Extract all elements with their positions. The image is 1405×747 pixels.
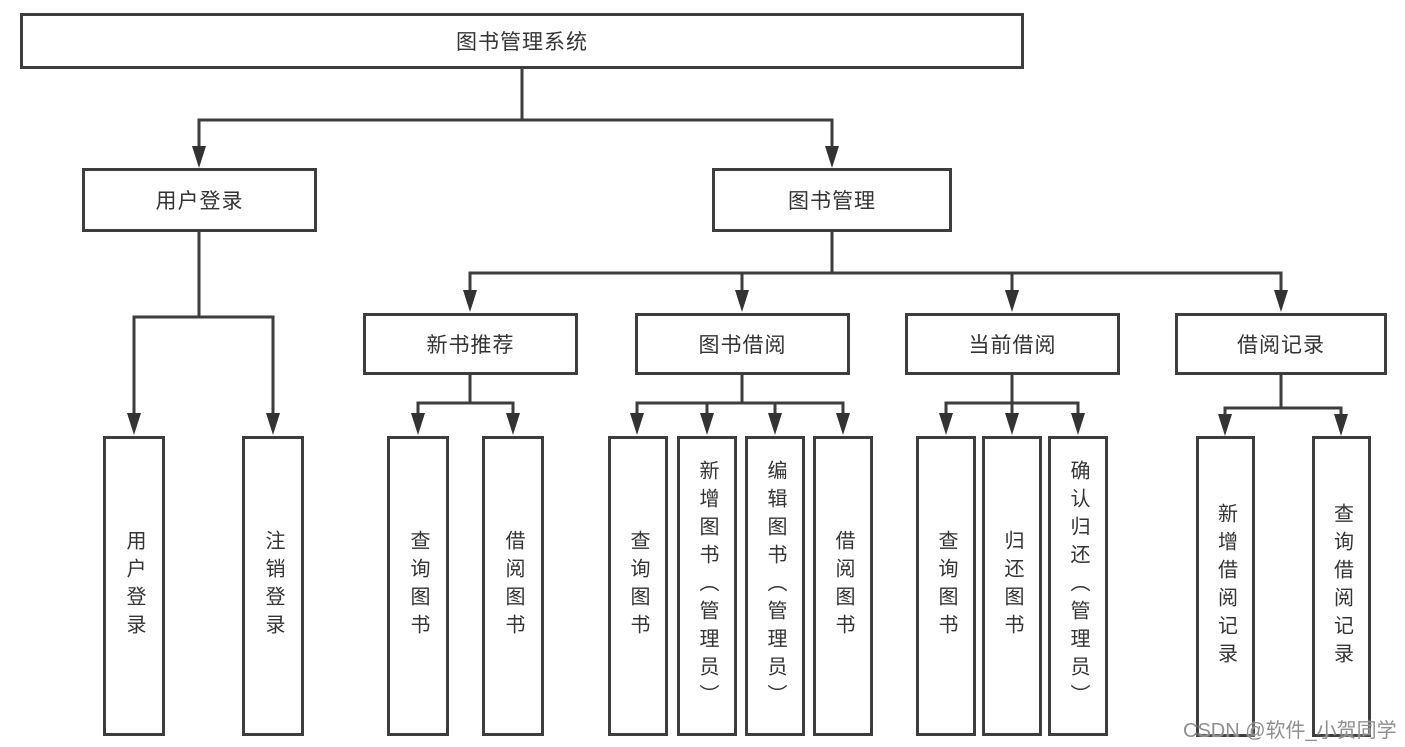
connector-book-borrow-children: [630, 373, 850, 435]
node-user-login: 用户登录: [82, 168, 317, 232]
leaf-query-books-1: 查询图书: [387, 436, 449, 736]
leaf-logout: 注销登录: [242, 436, 304, 736]
connector-root-to-level2: [192, 67, 839, 168]
connector-book-management-to-level3: [463, 230, 1288, 312]
node-new-book-recommend: 新书推荐: [363, 313, 578, 375]
connector-new-book-children: [411, 373, 520, 435]
leaf-confirm-return-admin: 确认归还（管理员）: [1048, 436, 1108, 736]
leaf-query-borrow-record: 查询借阅记录: [1312, 436, 1371, 737]
leaf-borrow-books-1: 借阅图书: [482, 436, 544, 736]
connector-user-login-children: [127, 230, 280, 435]
connector-borrow-records-children: [1218, 373, 1348, 436]
leaf-add-borrow-record: 新增借阅记录: [1196, 436, 1255, 737]
leaf-return-books: 归还图书: [982, 436, 1042, 736]
node-book-management: 图书管理: [712, 168, 952, 232]
leaf-query-books-3: 查询图书: [916, 436, 976, 736]
leaf-borrow-books-2: 借阅图书: [813, 436, 873, 736]
leaf-add-books-admin: 新增图书（管理员）: [677, 436, 737, 736]
leaf-user-login: 用户登录: [103, 436, 165, 736]
csdn-watermark: CSDN @软件_小贺同学: [1183, 720, 1397, 742]
node-current-borrow: 当前借阅: [905, 313, 1120, 375]
node-book-borrow: 图书借阅: [635, 313, 850, 375]
node-borrow-records: 借阅记录: [1175, 313, 1387, 375]
connector-current-borrow-children: [939, 373, 1085, 435]
leaf-edit-books-admin: 编辑图书（管理员）: [745, 436, 805, 736]
node-library-management-system: 图书管理系统: [20, 13, 1024, 69]
leaf-query-books-2: 查询图书: [608, 436, 668, 736]
